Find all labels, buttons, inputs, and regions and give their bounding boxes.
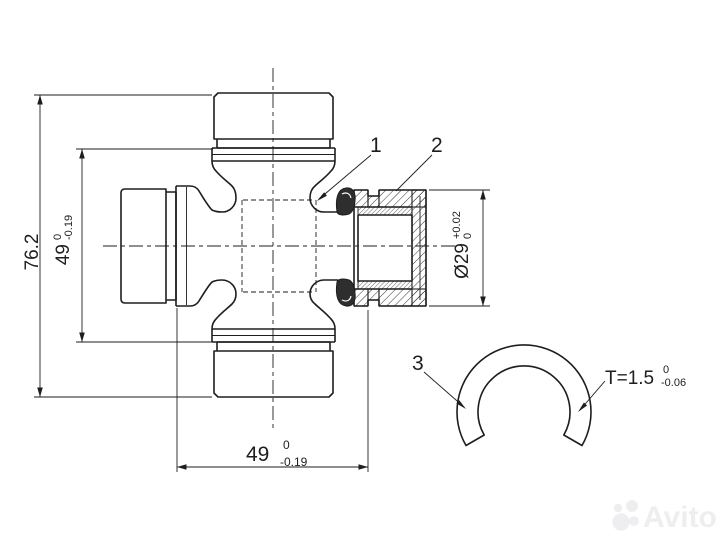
dim-ring-thickness-value: T=1.5: [605, 368, 654, 389]
snap-ring-view: 3 T=1.5 0 -0.06: [412, 344, 686, 447]
avito-watermark: Avito: [612, 500, 717, 534]
bearing-cup-section: [335, 187, 427, 307]
part-label-1-cross: 1: [317, 134, 382, 201]
dim-span-v-tol-upper: 0: [52, 234, 64, 240]
part-label-2-bearing-cup: 2: [395, 134, 443, 192]
dim-cup-od-tol-lower: 0: [462, 233, 474, 239]
universal-joint-front-view: [103, 68, 456, 428]
part-label-3: 3: [412, 352, 424, 375]
dim-ring-thickness-tol-upper: 0: [663, 364, 669, 376]
top-bearing-cup: [211, 92, 336, 199]
dim-span-h-value: 49: [246, 443, 269, 466]
dim-span-horizontal: 49 0 -0.19: [176, 308, 369, 472]
dim-span-h-tol-lower: -0.19: [280, 455, 308, 469]
left-bearing-cup: [120, 185, 223, 307]
hidden-bore-lines: [241, 199, 317, 293]
dim-span-h-tol-upper: 0: [283, 438, 290, 452]
snap-ring-outline: [456, 344, 592, 447]
dim-overall-height-value: 76.2: [22, 234, 43, 271]
cross-body-fillets: [221, 197, 338, 295]
part-label-3-snap-ring: 3: [412, 352, 466, 409]
dim-cup-od-value: Ø29: [452, 243, 473, 279]
bottom-bearing-cup: [211, 293, 336, 398]
dim-ring-thickness: T=1.5 0 -0.06: [578, 364, 686, 412]
avito-logo-icon: [612, 500, 639, 531]
dim-span-vertical: 49 0 -0.19: [52, 148, 213, 343]
avito-watermark-text: Avito: [643, 501, 717, 534]
dim-overall-height: 76.2: [22, 94, 212, 398]
needle-rollers: [357, 206, 413, 290]
part-label-1: 1: [370, 134, 382, 157]
cup-bore: [357, 214, 413, 282]
dim-span-v-tol-lower: -0.19: [63, 215, 75, 240]
dim-cup-diameter: Ø29 +0.02 0: [429, 189, 490, 307]
dim-span-v-value: 49: [53, 244, 74, 265]
dim-ring-thickness-tol-lower: -0.06: [661, 377, 686, 389]
dim-cup-od-tol-upper: +0.02: [451, 211, 463, 239]
part-label-2: 2: [431, 134, 443, 157]
seal-ring: [335, 187, 356, 307]
